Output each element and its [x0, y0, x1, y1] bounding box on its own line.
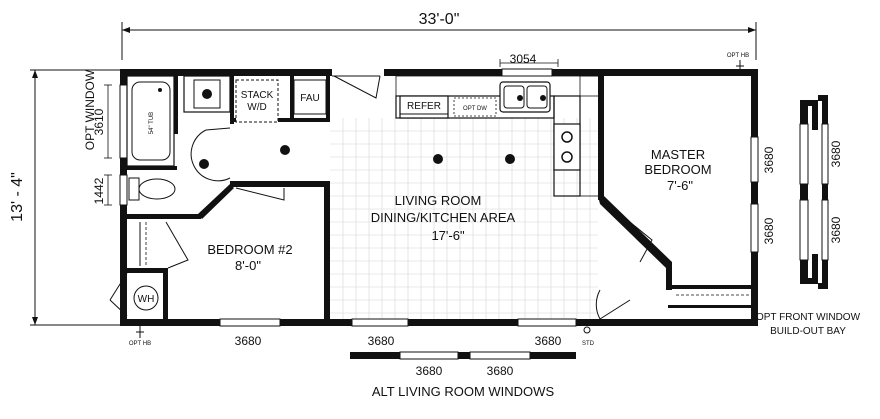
bay-upper-window-label: 3680 [829, 140, 843, 167]
bathtub [126, 75, 175, 167]
dimension-lines [30, 22, 757, 326]
master-window-upper [750, 136, 759, 183]
alt-living-windows-note: ALT LIVING ROOM WINDOWS [372, 384, 555, 399]
bottom-left-window-label: 3680 [235, 334, 262, 348]
living-window-right [517, 318, 577, 327]
kitchen-window [501, 68, 553, 77]
refrigerator [399, 95, 449, 119]
tile-grid [330, 118, 598, 319]
stack-washer-dryer [235, 79, 279, 123]
master-bedroom-label: BEDROOM [644, 162, 711, 177]
opt-window-size-label: 3610 [92, 108, 106, 135]
bedroom2-window [219, 318, 281, 327]
bath-window [119, 174, 128, 206]
fau-unit [293, 79, 327, 115]
bedroom2-size-label: 8'-0" [235, 258, 261, 273]
living-size-label: 17'-6" [431, 228, 465, 243]
stack-label: STACK [241, 90, 274, 101]
exterior-walls [120, 69, 758, 326]
bay-note-line2: BUILD-OUT BAY [770, 326, 846, 337]
alt-left-window-label: 3680 [416, 364, 443, 378]
master-label: MASTER [651, 147, 705, 162]
alt-right-window-label: 3680 [487, 364, 514, 378]
bedroom2-label: BEDROOM #2 [207, 242, 292, 257]
std-label: STD [582, 341, 595, 347]
wall-windows [119, 68, 759, 327]
master-window-lower-label: 3680 [762, 217, 776, 244]
bay-lower-window-label: 3680 [829, 216, 843, 243]
toilet [128, 177, 176, 201]
ceiling-lights [199, 145, 515, 169]
bath-window-label: 1442 [92, 177, 106, 204]
living-room-label: LIVING ROOM [395, 193, 482, 208]
range-stove [553, 123, 581, 171]
fau-label: FAU [300, 93, 319, 104]
bay-note-line1: OPT FRONT WINDOW [756, 312, 861, 323]
door-swings [165, 75, 750, 320]
water-heater [109, 272, 159, 317]
bay-build-out [799, 95, 829, 289]
overall-width-label: 33'-0" [419, 11, 460, 28]
opt-dw-label: OPT DW [463, 106, 487, 112]
wh-label: WH [138, 294, 155, 305]
wd-label: W/D [247, 102, 266, 113]
bottom-mid-window-label: 3680 [368, 334, 395, 348]
refer-label: REFER [407, 101, 441, 112]
kitchen-sink [499, 81, 551, 113]
window-top-label: 3054 [510, 52, 537, 66]
opt-hb-label-top: OPT HB [727, 53, 749, 59]
hose-bibs [136, 60, 744, 338]
master-window-upper-label: 3680 [762, 146, 776, 173]
bath-sink [183, 75, 231, 113]
master-size-label: 7'-6" [667, 178, 693, 193]
alt-living-wall [350, 351, 576, 360]
bottom-right-window-label: 3680 [535, 334, 562, 348]
living-window-left [351, 318, 409, 327]
dining-kitchen-label: DINING/KITCHEN AREA [371, 210, 516, 225]
overall-depth-label: 13' - 4" [9, 172, 26, 222]
master-window-lower [750, 203, 759, 253]
tub-label: 54" TUB [149, 112, 155, 134]
opt-window [119, 84, 128, 159]
opt-window-label: OPT WINDOW [83, 69, 97, 150]
dishwasher [453, 97, 497, 117]
closet [139, 222, 147, 266]
opt-hb-label-bottom: OPT HB [129, 341, 151, 347]
